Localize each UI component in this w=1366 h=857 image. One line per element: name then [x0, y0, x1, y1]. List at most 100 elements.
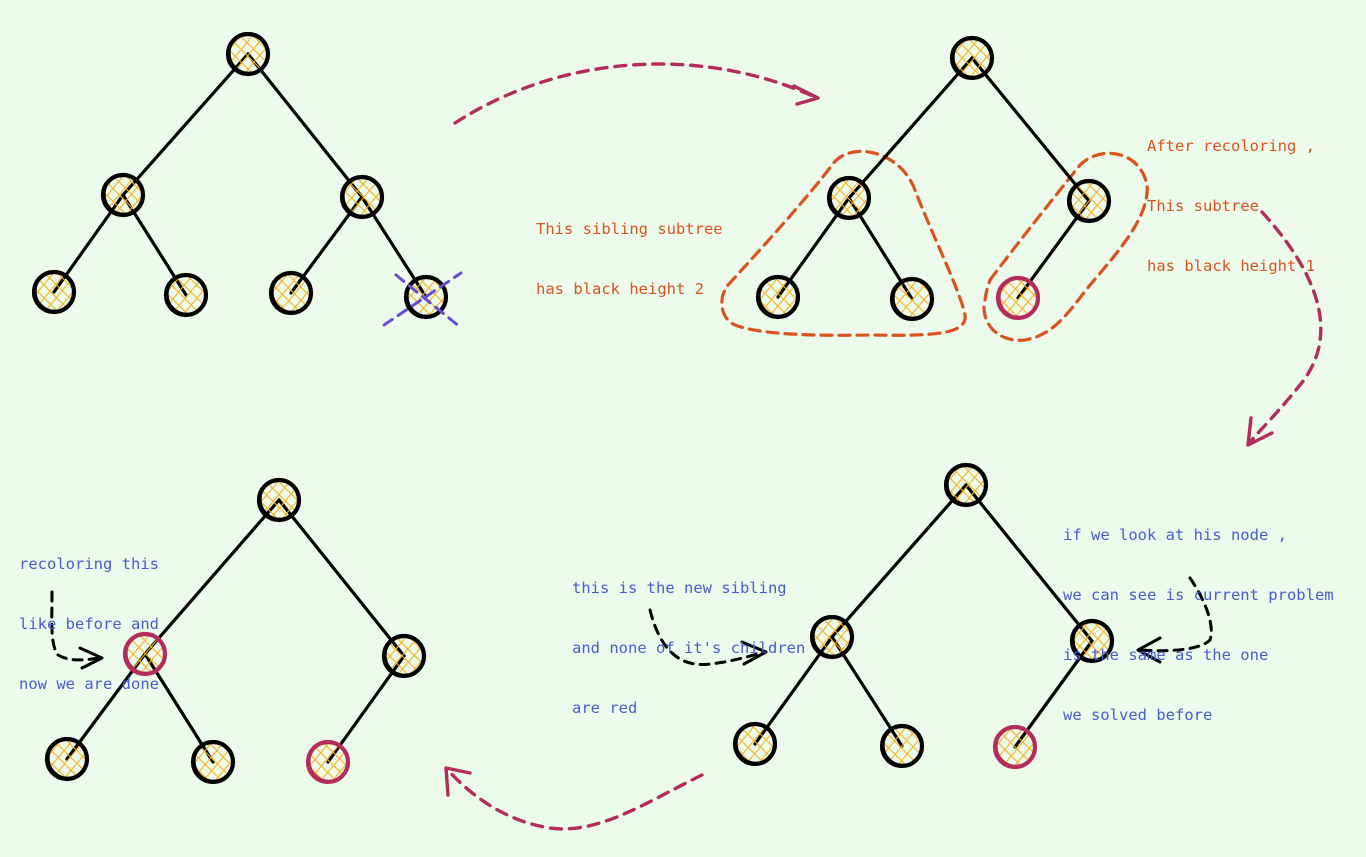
node-crosshatch — [260, 481, 298, 519]
subtree-highlights — [720, 149, 1149, 342]
pointer-shaft — [648, 608, 767, 667]
annotation-line: like before and — [19, 615, 159, 633]
annotation-look-at-node: if we look at his node , we can see is c… — [1063, 485, 1334, 745]
pointer-new-sibling — [648, 608, 768, 667]
node-crosshatch — [953, 39, 991, 77]
node-outline-sketch — [343, 176, 384, 217]
node-outline-sketch — [998, 277, 1040, 318]
node-crosshatch — [272, 274, 310, 312]
tree-new-sibling-node-left — [809, 614, 855, 660]
tree-final-edge-left — [143, 498, 281, 656]
tree-initial-node-left-right — [163, 272, 209, 318]
annotation-line: has black height 2 — [536, 280, 704, 298]
node-outline-sketch — [35, 271, 76, 312]
arrow-shaft — [446, 768, 704, 831]
arrow-shaft — [453, 62, 817, 125]
node-outline-sketch — [103, 174, 145, 215]
tree-initial-node-root — [225, 31, 271, 77]
recolored-subtree-outline — [982, 151, 1149, 342]
tree-new-sibling-node-right — [1069, 618, 1115, 664]
delete-mark-line-b — [394, 273, 462, 329]
annotation-line: this is the new sibling — [572, 579, 787, 597]
node-crosshatch — [194, 743, 232, 781]
tree-final-edge-right — [277, 498, 406, 658]
annotation-line: is the same as the one — [1063, 646, 1269, 664]
arrow-head — [1246, 416, 1274, 447]
annotation-line: we can see is current problem — [1063, 586, 1334, 604]
node-crosshatch — [309, 743, 347, 781]
node-crosshatch — [999, 279, 1037, 317]
node-outline-sketch — [1069, 180, 1111, 221]
pointer-head — [78, 646, 104, 670]
tree-after-recolor-node-right-left — [995, 275, 1041, 321]
node-crosshatch — [759, 278, 797, 316]
node-outline-sketch — [1072, 619, 1114, 661]
transition-arrows — [444, 62, 1323, 831]
node-crosshatch — [35, 273, 73, 311]
tree-after-recolor-node-left-right — [889, 276, 935, 322]
tree-new-sibling-node-left-left — [732, 721, 778, 767]
annotation-line: has black height 1 — [1147, 257, 1315, 275]
annotation-recolor-done: recoloring this like before and now we a… — [19, 514, 159, 714]
delete-mark-line-a — [382, 271, 463, 327]
node-outline-sketch — [260, 479, 301, 520]
node-outline-sketch — [952, 37, 994, 78]
annotation-after-recoloring: After recoloring , This subtree has blac… — [1147, 96, 1315, 296]
tree-initial-node-right — [339, 174, 385, 220]
tree-initial-node-left-left — [31, 269, 77, 315]
node-outline-sketch — [125, 632, 167, 674]
pointer-recolor-node — [50, 590, 104, 670]
annotation-line: now we are done — [19, 675, 159, 693]
tree-after-recolor-node-right — [1066, 178, 1112, 224]
annotation-line: After recoloring , — [1147, 137, 1315, 155]
annotation-line: recoloring this — [19, 555, 159, 573]
tree-after-recolor-edge-right — [970, 56, 1091, 203]
node-outline-sketch — [194, 740, 235, 782]
node-outline-sketch — [47, 737, 89, 779]
arrow-head — [792, 84, 820, 106]
node-crosshatch — [167, 276, 205, 314]
node-outline-sketch — [167, 274, 208, 315]
tree-new-sibling-node-root — [943, 462, 989, 508]
annotation-new-sibling: this is the new sibling and none of it's… — [572, 538, 805, 738]
node-crosshatch — [996, 728, 1034, 766]
node-crosshatch — [813, 618, 851, 656]
node-crosshatch — [104, 176, 142, 214]
annotation-sibling-subtree: This sibling subtree has black height 2 — [536, 179, 723, 319]
tree-final-node-left-right — [190, 739, 236, 785]
pointer-shaft — [50, 590, 102, 662]
tree-nodes — [31, 31, 1115, 785]
node-outline-sketch — [892, 278, 934, 319]
annotation-line: are red — [572, 699, 638, 717]
annotation-line: This subtree — [1147, 197, 1259, 215]
tree-after-recolor-node-root — [949, 35, 995, 81]
tree-final-node-left — [122, 631, 168, 677]
pointer-shaft — [1138, 576, 1213, 653]
node-outline-sketch — [385, 634, 426, 676]
node-outline-sketch — [995, 725, 1037, 767]
pointer-current-node — [1136, 576, 1213, 664]
node-outline-sketch — [882, 724, 924, 766]
node-crosshatch — [48, 740, 86, 778]
node-crosshatch — [1070, 182, 1108, 220]
node-outline-sketch — [229, 33, 270, 74]
tree-initial-node-left — [100, 172, 146, 218]
pointer-arrows — [50, 576, 1213, 670]
tree-final-node-root — [256, 477, 302, 523]
tree-new-sibling-node-left-right — [879, 723, 925, 769]
node-crosshatch — [385, 637, 423, 675]
tree-after-recolor-node-left — [826, 175, 872, 221]
node-crosshatch — [947, 466, 985, 504]
node-crosshatch — [1073, 622, 1111, 660]
node-crosshatch — [883, 727, 921, 765]
annotation-line: This sibling subtree — [536, 220, 723, 238]
node-outline-sketch — [272, 272, 313, 313]
tree-initial-edge-right — [246, 52, 364, 199]
deletion-marks — [382, 271, 463, 329]
transition-arrow-2-to-3 — [1246, 210, 1323, 447]
transition-arrow-3-to-4 — [444, 766, 704, 831]
node-crosshatch — [343, 178, 381, 216]
sibling-subtree-outline — [720, 149, 967, 337]
node-crosshatch — [736, 725, 774, 763]
pointer-head — [1136, 636, 1162, 664]
